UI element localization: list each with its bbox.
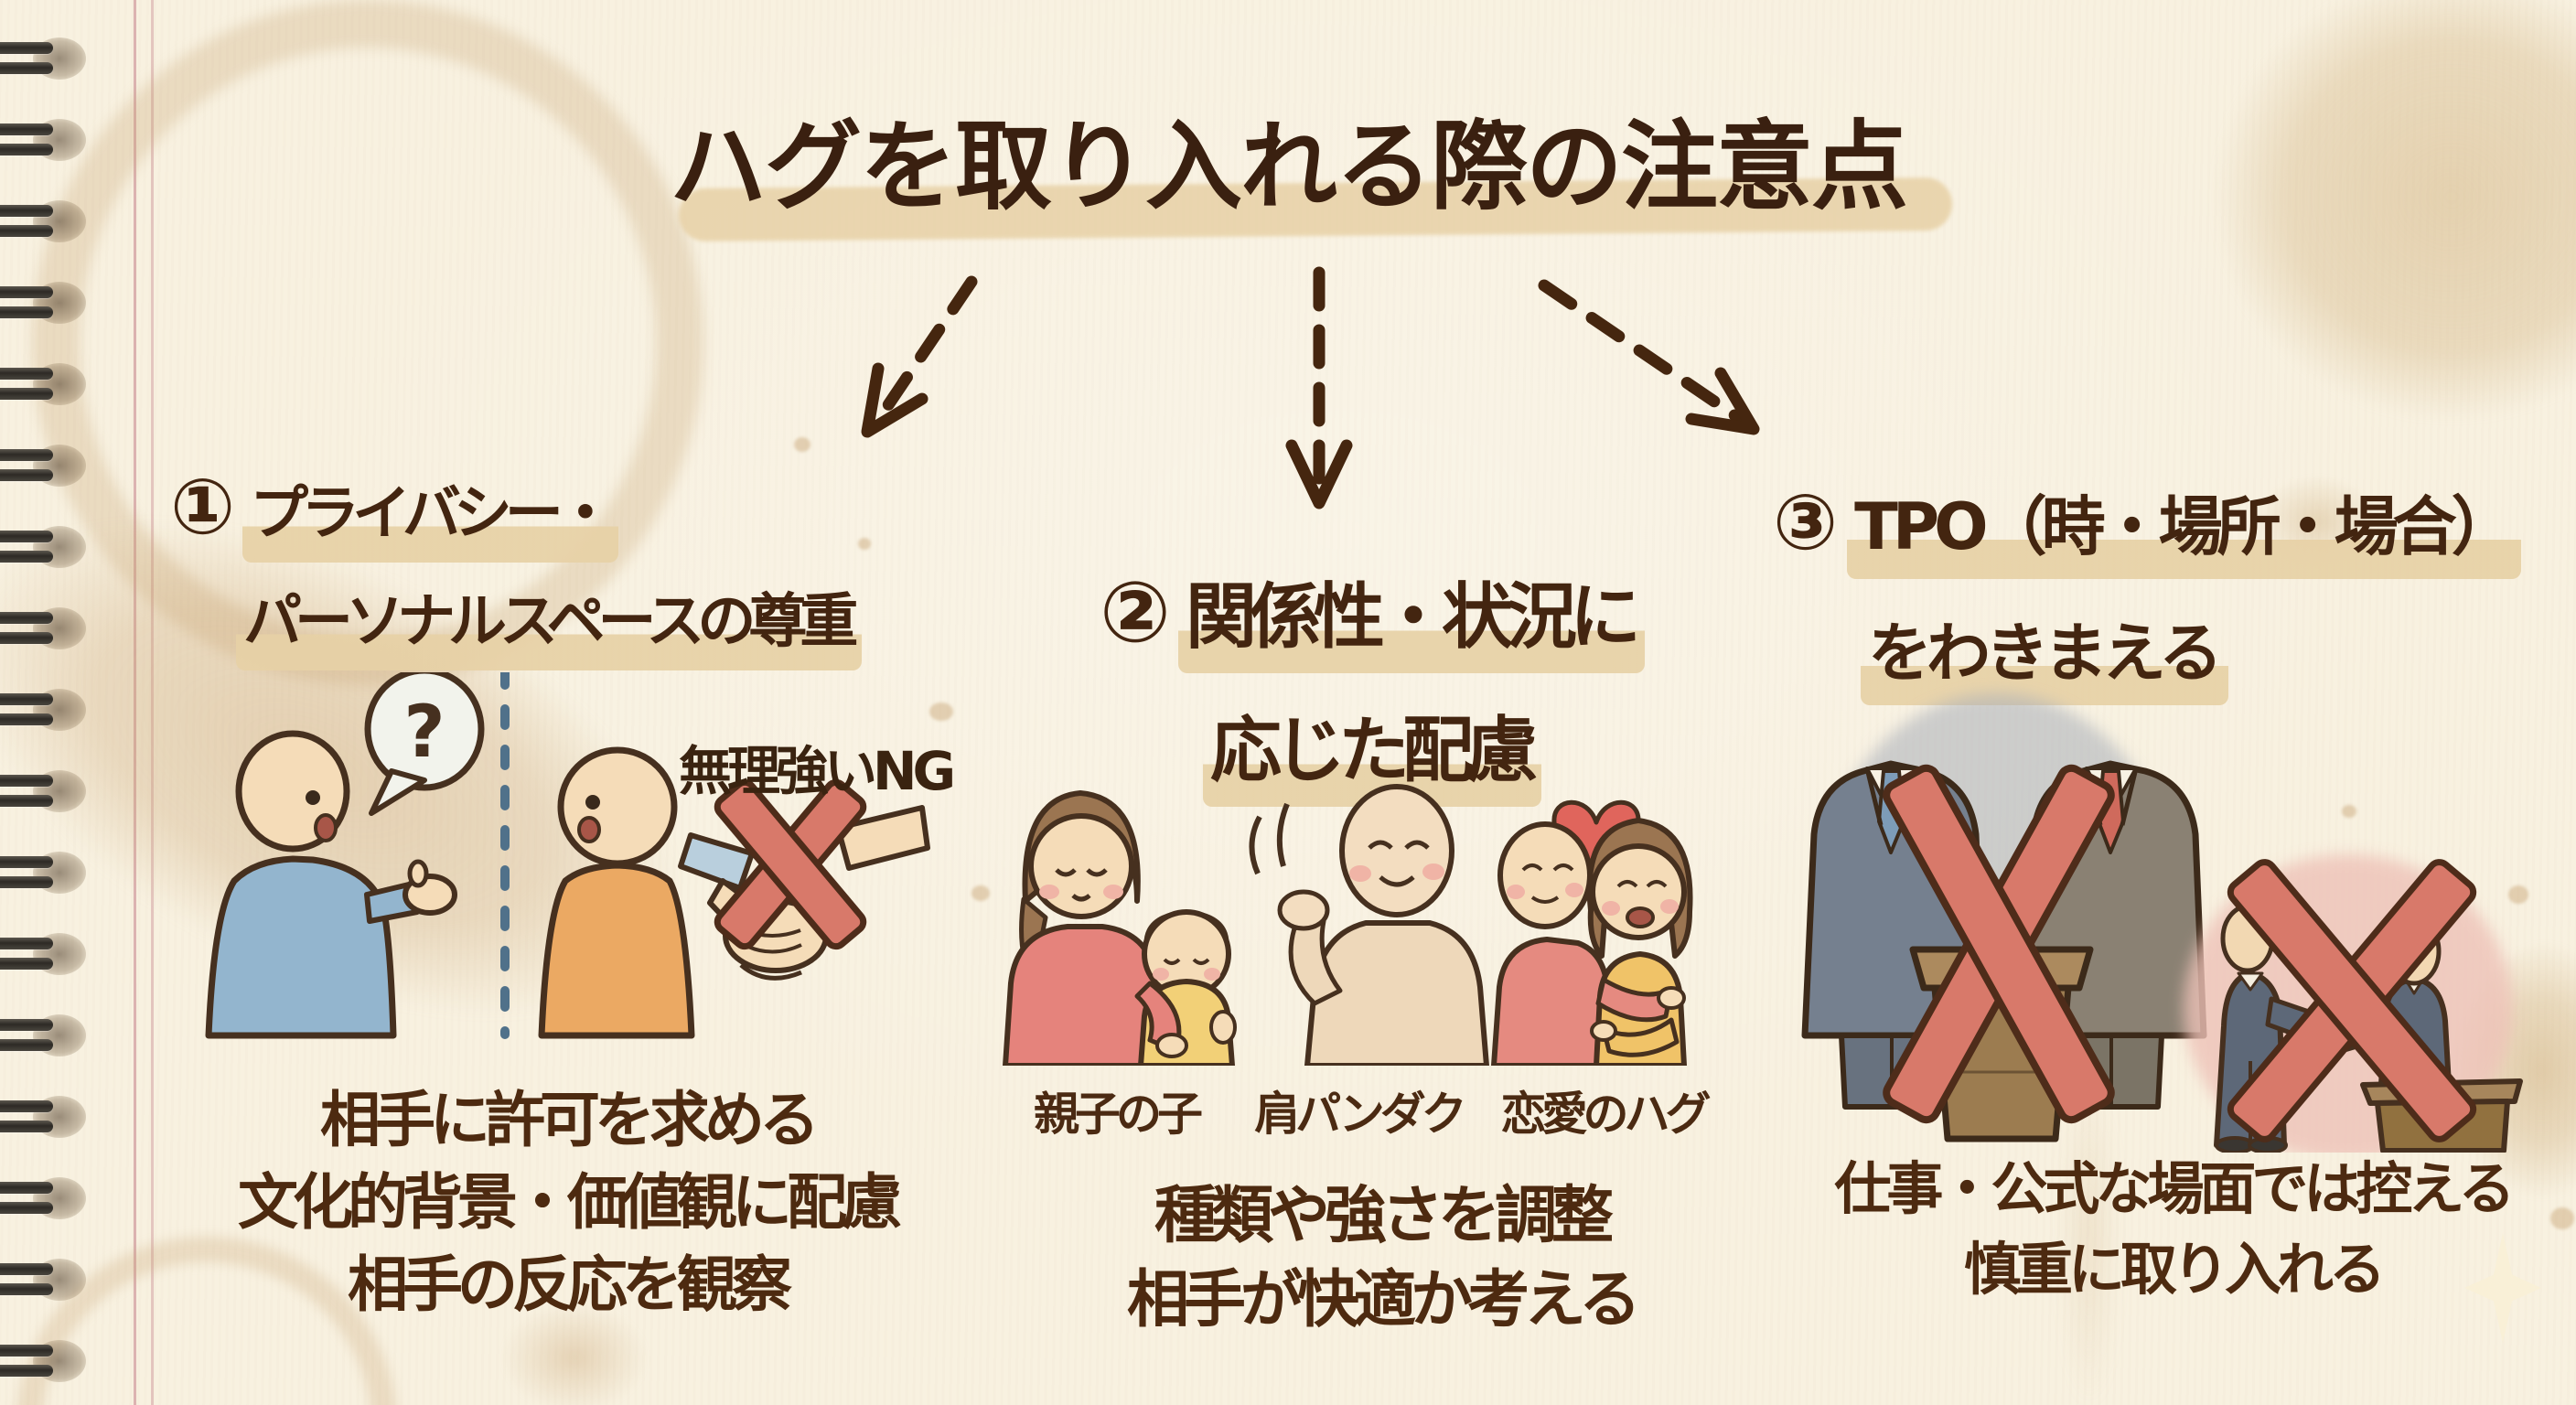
note-line: 文化的背景・価値観に配慮 — [238, 1167, 902, 1238]
formal-podium-ng-icon — [1801, 693, 2207, 1142]
spiral-binding — [0, 0, 110, 1405]
shoulder-pat-icon — [1249, 784, 1489, 1066]
note-line: 相手が快適か考える — [1127, 1264, 1641, 1336]
ng-cross-icon — [714, 778, 867, 950]
section2-heading-text: 関係性・状況に — [1177, 576, 1645, 673]
arrow-left-head — [861, 362, 928, 438]
note-line: 仕事・公式な場面では控える — [1834, 1155, 2515, 1222]
relationship-illustration — [1003, 784, 1693, 1066]
parent-child-hug-icon — [1003, 790, 1237, 1066]
question-bubble-icon: ? — [364, 672, 485, 816]
business-handshake-ng-icon — [2184, 854, 2523, 1153]
arrow-center-head — [1285, 439, 1353, 509]
arrow-right-head — [1685, 367, 1760, 435]
page-title: ハグを取り入れる際の注意点 — [670, 111, 1908, 223]
section1-number: ① — [170, 462, 235, 552]
section3-number: ③ — [1773, 477, 1838, 567]
caption-romantic-hug: 恋愛のハグ — [1500, 1088, 1712, 1141]
coffee-drop — [794, 437, 810, 452]
caption-shoulder-pat: 肩パンダク — [1254, 1088, 1467, 1141]
margin-line — [151, 0, 154, 1405]
note-line: 慎重に取り入れる — [1963, 1236, 2386, 1303]
section3-heading-text: TPO（時・場所・場合） — [1847, 489, 2521, 579]
section3-heading-line2: をわきまえる — [1861, 602, 2228, 705]
coffee-drop — [2550, 1207, 2574, 1229]
motion-lines — [1249, 802, 1290, 875]
person-hesitant-icon — [538, 746, 695, 1039]
person-asking-icon — [205, 730, 457, 1039]
coffee-drop — [2508, 885, 2528, 904]
coffee-drop — [971, 885, 990, 901]
note-line: 種類や強さを調整 — [1154, 1180, 1614, 1252]
note-line: 相手の反応を観察 — [348, 1249, 792, 1320]
margin-line — [134, 0, 136, 1405]
section1-heading-text: プライバシー・ — [242, 480, 618, 563]
coffee-drop — [2342, 805, 2356, 818]
ng-label: 無理強いNG — [679, 740, 956, 802]
arrow-right-dashed — [1538, 279, 1752, 429]
ng-cross-icon — [2227, 859, 2477, 1142]
caption-parent-child: 親子の子 — [1034, 1088, 1203, 1141]
coffee-drop — [858, 538, 871, 550]
note-line: 相手に許可を求める — [320, 1085, 820, 1155]
question-mark: ? — [403, 692, 445, 774]
privacy-illustration: ? — [205, 672, 930, 1039]
coffee-drop — [929, 702, 953, 721]
romantic-hug-icon — [1491, 799, 1693, 1066]
forced-handshake-ng-icon — [678, 778, 930, 981]
section3-notes: 仕事・公式な場面では控える 慎重に取り入れる — [1779, 1149, 2566, 1310]
ng-cross-icon — [1883, 764, 2115, 1124]
tpo-illustration — [1801, 693, 2523, 1153]
section1-heading-line2: パーソナルスペースの尊重 — [236, 574, 863, 670]
section2-number: ② — [1100, 563, 1171, 661]
arrow-left-dashed — [870, 275, 978, 429]
section1-notes: 相手に許可を求める 文化的背景・価値観に配慮 相手の反応を観察 — [137, 1079, 997, 1326]
section2-notes: 種類や強さを調整 相手が快適か考える — [997, 1174, 1766, 1343]
